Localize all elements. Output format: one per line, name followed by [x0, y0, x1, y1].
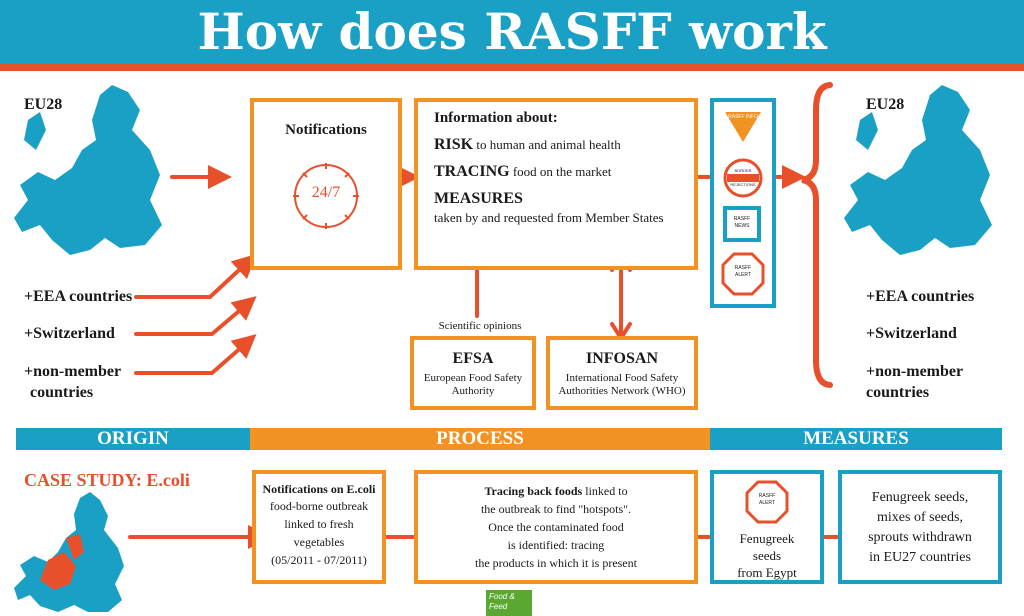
case-notif-title: Notifications on E.coli — [262, 482, 376, 496]
infosan-box: INFOSAN International Food Safety Author… — [546, 336, 698, 410]
case-alert-label-2: ALERT — [758, 500, 776, 506]
case-withdrawn-line1: Fenugreek seeds, — [871, 490, 969, 505]
page-title: How does RASFF work — [0, 0, 1024, 64]
food-feed-badge: Food & Feed — [486, 590, 532, 616]
alert-sign-icon — [745, 480, 789, 524]
eu-map-case-study — [14, 492, 124, 612]
alert-label-1: RASFF — [734, 265, 752, 271]
eea-left-label: +EEA countries — [24, 288, 133, 305]
clock-label: 24/7 — [311, 184, 341, 201]
origin-band: ORIGIN — [16, 428, 250, 450]
efsa-box: EFSA European Food Safety Authority — [410, 336, 536, 410]
measures-text: taken by and requested from Member State… — [434, 210, 664, 225]
case-seeds-line1: Fenugreek — [739, 531, 795, 546]
case-study-title: CASE STUDY: E.coli — [24, 470, 190, 490]
eu28-right-label: EU28 — [866, 96, 905, 113]
switzerland-left-label: +Switzerland — [24, 325, 115, 342]
efsa-line1: European Food Safety — [423, 372, 523, 384]
eu-map-right — [844, 85, 992, 255]
case-withdrawn-line4: in EU27 countries — [869, 550, 971, 565]
info-sign-icon — [725, 112, 761, 142]
case-tracing-line2: the outbreak to find "hotspots". — [480, 502, 632, 516]
news-label-1: RASFF — [733, 216, 751, 222]
info-heading: Information about: — [434, 110, 558, 126]
infosan-title: INFOSAN — [585, 350, 658, 367]
case-alert-label-1: RASFF — [758, 493, 776, 499]
case-tracing-rest: linked to — [582, 484, 628, 498]
case-notifications-box: Notifications on E.coli food-borne outbr… — [252, 470, 386, 584]
eea-right-label: +EEA countries — [866, 288, 975, 305]
case-withdrawn-box: Fenugreek seeds, mixes of seeds, sprouts… — [838, 470, 1002, 584]
scientific-opinions-label: Scientific opinions — [438, 320, 522, 332]
info-tracing-line: TRACING food on the market — [434, 163, 694, 181]
efsa-title: EFSA — [452, 350, 494, 367]
case-tracing-line4: is identified: tracing — [507, 538, 605, 552]
case-withdrawn-line2: mixes of seeds, — [877, 510, 963, 525]
efsa-line2: Authority — [451, 385, 495, 397]
case-seeds-box: RASFF ALERT Fenugreek seeds from Egypt — [710, 470, 824, 584]
case-withdrawn-line3: sprouts withdrawn — [868, 530, 972, 545]
notification-types-panel: RASFF INFO BORDER REJECTIONS RASFF NEWS … — [710, 98, 776, 308]
measures-band: MEASURES — [710, 428, 1002, 450]
case-notif-line3: vegetables — [293, 535, 345, 549]
case-tracing-line3: Once the contaminated food — [488, 520, 624, 534]
bracket — [801, 82, 833, 388]
case-seeds-line2: seeds — [752, 548, 782, 563]
title-underline — [0, 64, 1024, 71]
process-band: PROCESS — [250, 428, 710, 450]
border-label-2: REJECTIONS — [730, 182, 756, 187]
case-tracing-box: Tracing back foods linked to the outbrea… — [414, 470, 698, 584]
tracing-key: TRACING — [434, 163, 510, 180]
news-label-2: NEWS — [734, 223, 750, 229]
non-member-left-label: +non-member — [24, 363, 122, 380]
countries-right-label: countries — [866, 384, 930, 401]
case-tracing-bold: Tracing back foods — [484, 484, 583, 498]
risk-key: RISK — [434, 136, 474, 153]
tracing-text: food on the market — [512, 164, 612, 179]
non-member-right-label: +non-member — [866, 363, 964, 380]
notifications-title: Notifications — [285, 122, 367, 138]
border-rejection-icon — [723, 158, 763, 198]
risk-text: to human and animal health — [476, 137, 621, 152]
notifications-box: Notifications 24/7 — [250, 98, 402, 270]
alert-sign-icon — [721, 252, 765, 296]
food-feed-line2: Feed — [489, 602, 508, 611]
border-label-1: BORDER — [734, 168, 752, 173]
countries-left-label: countries — [30, 384, 94, 401]
info-risk-line: RISK to human and animal health — [434, 136, 694, 154]
case-seeds-line3: from Egypt — [737, 565, 797, 580]
case-tracing-line1: Tracing back foods linked to — [418, 482, 694, 500]
alert-label-2: ALERT — [734, 272, 752, 278]
measures-key: MEASURES — [434, 190, 523, 207]
case-notif-line2: linked to fresh — [284, 517, 354, 531]
case-notif-line4: (05/2011 - 07/2011) — [271, 553, 367, 567]
infosan-line1: International Food Safety — [565, 372, 679, 384]
case-notif-line1: food-borne outbreak — [269, 499, 369, 513]
news-sign-icon — [723, 206, 761, 242]
infosan-line2: Authorities Network (WHO) — [558, 385, 686, 397]
information-box: Information about: RISK to human and ani… — [414, 98, 698, 270]
switzerland-right-label: +Switzerland — [866, 325, 957, 342]
food-feed-line1: Food & — [489, 592, 515, 601]
clock-icon — [293, 163, 359, 229]
eu28-left-label: EU28 — [24, 96, 63, 113]
eu-map-left — [14, 85, 162, 255]
info-sign-label: RASFF INFO — [728, 114, 758, 120]
case-tracing-line5: the products in which it is present — [475, 556, 637, 570]
